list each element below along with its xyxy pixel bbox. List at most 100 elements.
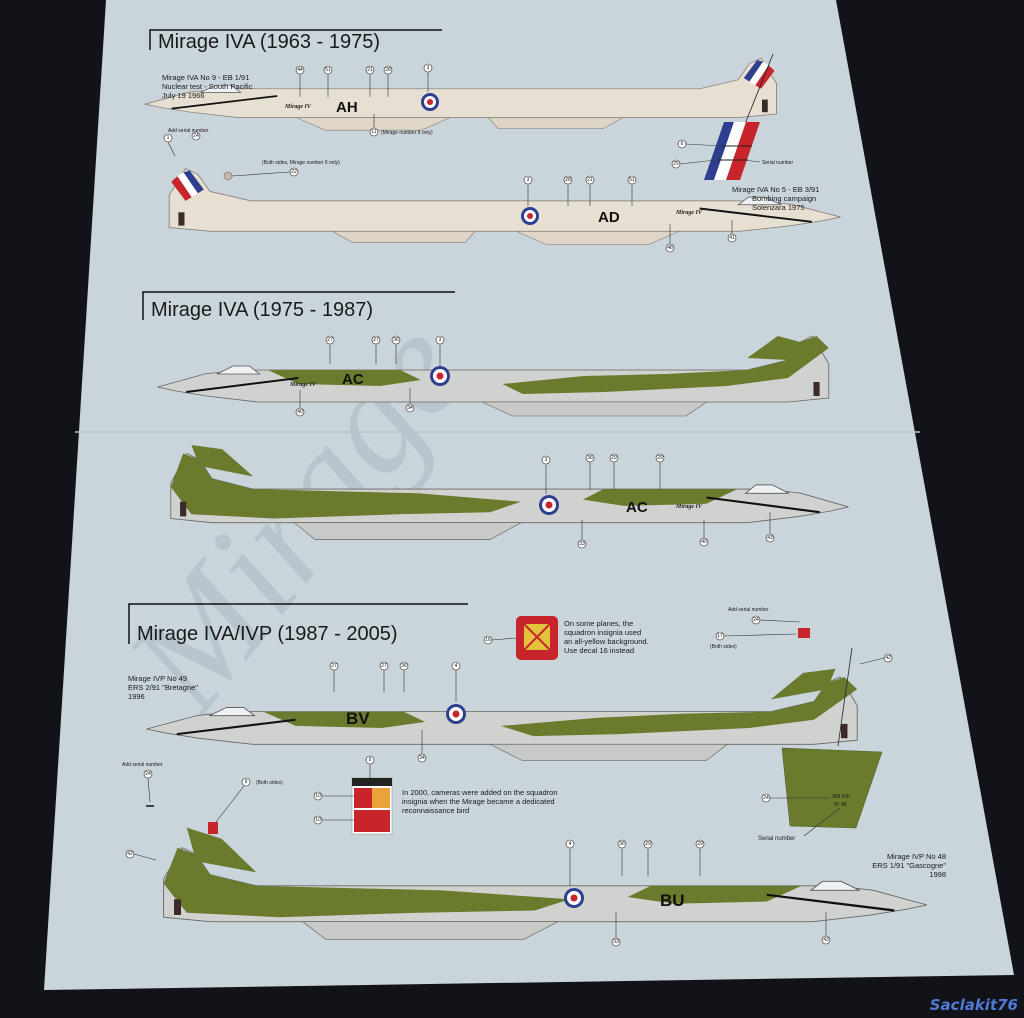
callouts-bv: 27 27 36 4 34 17 (Both sides) 24 Add ser… <box>329 607 893 763</box>
svg-text:36: 36 <box>619 841 625 847</box>
svg-text:27: 27 <box>381 663 387 669</box>
fin-insignia-bv <box>798 628 810 638</box>
svg-text:41: 41 <box>729 235 735 241</box>
svg-text:9: 9 <box>245 779 248 785</box>
svg-text:1: 1 <box>167 135 170 141</box>
callouts-ac-left: 27 27 36 3 40 34 <box>295 335 445 417</box>
code-letters-bu: BU <box>660 891 685 910</box>
svg-text:34: 34 <box>419 755 425 761</box>
roundel-ah <box>421 93 439 111</box>
svg-text:21: 21 <box>587 177 593 183</box>
svg-text:29: 29 <box>611 455 617 461</box>
roundel-ac-right <box>539 495 559 515</box>
nose-script-ad: Mirage IV <box>675 210 703 216</box>
roundel-ad <box>521 207 539 225</box>
nose-script-ac-right: Mirage IV <box>675 504 703 510</box>
svg-text:Serial number: Serial number <box>762 160 793 166</box>
section-3-header: Mirage IVA/IVP (1987 - 2005) <box>128 603 468 645</box>
svg-text:Mirage IVP No 49: Mirage IVP No 49 <box>128 674 187 683</box>
aircraft-bv: BV <box>146 628 858 761</box>
svg-text:Serial number: Serial number <box>758 836 795 842</box>
nose-script-ah: Mirage IV <box>284 104 312 110</box>
svg-text:24: 24 <box>753 617 759 623</box>
svg-text:July 19 1966: July 19 1966 <box>162 91 205 100</box>
fin-detail: 369 IVP N° 48 24 Serial number <box>758 747 883 842</box>
svg-text:3: 3 <box>527 177 530 183</box>
photo-watermark: Saclakit76 <box>929 996 1018 1014</box>
callouts-ad: 1 24 Add serial number 22 (Both sides, M… <box>163 128 737 253</box>
svg-text:Use decal 16 instead: Use decal 16 instead <box>564 646 634 655</box>
callouts-ah: 44 51 21 28 3 11 (Mirage number 9 only) <box>295 53 774 137</box>
tricolor-fin-flash <box>704 122 760 180</box>
svg-text:In 2000, cameras were added on: In 2000, cameras were added on the squad… <box>402 788 558 797</box>
svg-text:43: 43 <box>767 535 773 541</box>
svg-text:24: 24 <box>763 795 769 801</box>
aircraft-ah: AH Mirage IV <box>144 57 777 131</box>
svg-text:46: 46 <box>667 245 673 251</box>
svg-text:(Both sides): (Both sides) <box>256 780 283 786</box>
svg-text:51: 51 <box>325 67 331 73</box>
squadron-insignia-yellow: 16 <box>483 616 558 660</box>
code-letters-ad: AD <box>598 209 620 226</box>
svg-text:29: 29 <box>645 841 651 847</box>
svg-text:29: 29 <box>657 455 663 461</box>
svg-text:ERS 1/91 "Gascogne": ERS 1/91 "Gascogne" <box>872 861 946 870</box>
caption-ad: Mirage IVA No 5 - EB 3/91 Bombing campai… <box>732 185 819 212</box>
callouts-flash: 6 25 Serial number <box>671 139 793 169</box>
svg-text:Add serial number: Add serial number <box>728 607 769 613</box>
svg-text:Add serial number: Add serial number <box>168 128 209 134</box>
svg-text:1998: 1998 <box>929 870 946 879</box>
svg-text:27: 27 <box>373 337 379 343</box>
svg-text:reconnaissance bird: reconnaissance bird <box>402 806 469 815</box>
svg-text:(Mirage number 9 only): (Mirage number 9 only) <box>381 130 433 136</box>
svg-text:33: 33 <box>579 541 585 547</box>
section-3-title: Mirage IVA/IVP (1987 - 2005) <box>137 623 398 645</box>
svg-text:10: 10 <box>315 793 321 799</box>
svg-text:9: 9 <box>369 757 372 763</box>
section-1-title: Mirage IVA (1963 - 1975) <box>158 31 380 53</box>
code-letters-ac-left: AC <box>342 371 364 388</box>
svg-text:3: 3 <box>427 65 430 71</box>
section-1-header: Mirage IVA (1963 - 1975) <box>149 29 442 53</box>
svg-text:22: 22 <box>291 169 297 175</box>
nose-script-ac-left: Mirage IV <box>289 382 317 388</box>
roundel-ac-left <box>430 366 450 386</box>
caption-ah: Mirage IVA No 9 - EB 1/91 Nuclear test -… <box>162 73 253 100</box>
svg-text:(Both sides, Mirage number 9 o: (Both sides, Mirage number 9 only) <box>262 160 340 166</box>
svg-text:36: 36 <box>393 337 399 343</box>
svg-text:N° 48: N° 48 <box>834 802 847 808</box>
svg-text:28: 28 <box>385 67 391 73</box>
code-letters-ah: AH <box>336 99 358 116</box>
roundel-bu <box>564 888 584 908</box>
svg-text:1996: 1996 <box>128 692 145 701</box>
aircraft-ac-right: AC Mirage IV <box>170 445 850 540</box>
svg-text:11: 11 <box>371 129 376 135</box>
svg-text:27: 27 <box>331 663 337 669</box>
svg-text:25: 25 <box>673 161 679 167</box>
svg-text:24: 24 <box>193 133 199 139</box>
svg-text:Mirage IVA No 9 - EB 1/91: Mirage IVA No 9 - EB 1/91 <box>162 73 249 82</box>
fin-insignia-bu <box>208 822 218 834</box>
roundel-bv <box>446 704 466 724</box>
svg-text:40: 40 <box>701 539 707 545</box>
section-2-header: Mirage IVA (1975 - 1987) <box>142 291 455 321</box>
svg-text:On some planes, the: On some planes, the <box>564 619 633 628</box>
aircraft-bu: BU <box>146 805 928 940</box>
squadron-insignia-cameras: 9 10 10 <box>313 755 393 835</box>
caption-bu: Mirage IVP No 48 ERS 1/91 "Gascogne" 199… <box>872 852 946 879</box>
svg-text:4: 4 <box>569 841 572 847</box>
svg-text:10: 10 <box>315 817 321 823</box>
svg-text:4: 4 <box>455 663 458 669</box>
svg-text:Solenzara 1975: Solenzara 1975 <box>752 203 805 212</box>
code-letters-ac-right: AC <box>626 499 648 516</box>
callouts-ac-right: 3 36 29 29 33 40 43 <box>541 453 775 549</box>
svg-text:insignia when the Mirage becam: insignia when the Mirage became a dedica… <box>402 797 555 806</box>
svg-text:21: 21 <box>367 67 373 73</box>
insignia-note: On some planes, the squadron insignia us… <box>564 619 649 655</box>
cameras-note: In 2000, cameras were added on the squad… <box>402 788 558 815</box>
svg-text:28: 28 <box>565 177 571 183</box>
aircraft-ad: AD Mirage IV <box>168 168 841 245</box>
svg-text:369 IVP: 369 IVP <box>832 794 850 800</box>
svg-text:16: 16 <box>485 637 491 643</box>
